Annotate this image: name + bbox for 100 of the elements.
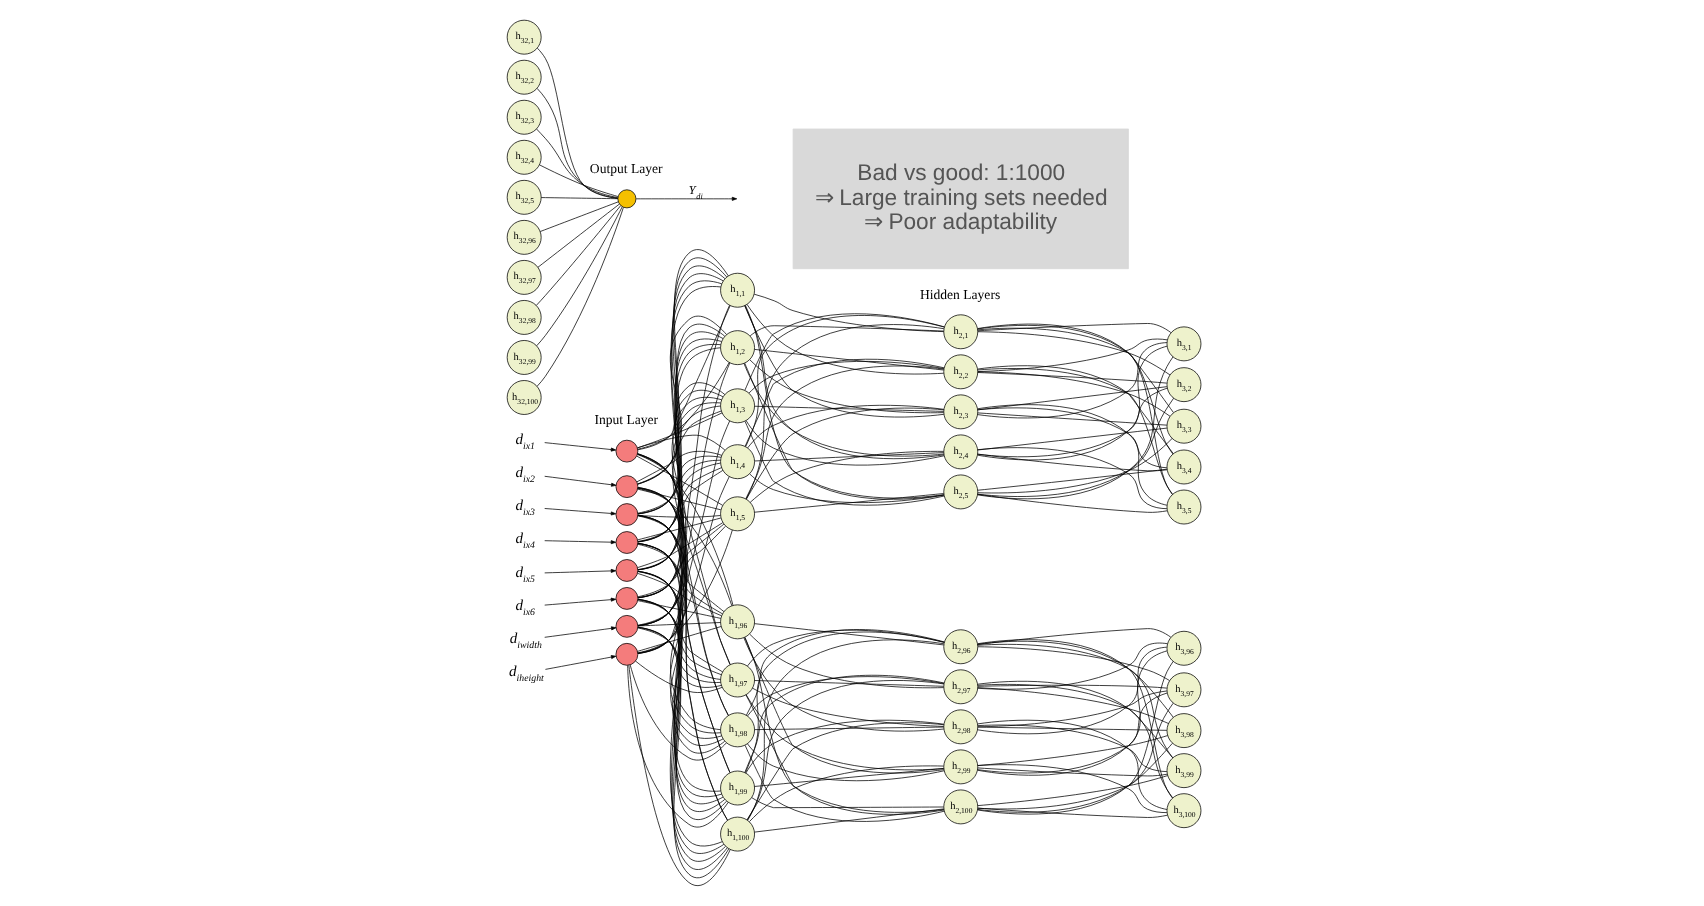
connector (637, 362, 730, 450)
connector (977, 493, 1168, 513)
connector (747, 680, 945, 821)
connector (637, 571, 721, 680)
connector (637, 571, 722, 739)
connector (977, 407, 1168, 469)
connector (746, 304, 945, 375)
connector (536, 207, 624, 387)
connector (637, 362, 731, 654)
connector (745, 694, 945, 813)
connector (977, 642, 1168, 690)
connector (977, 447, 1168, 510)
connector (746, 629, 945, 716)
connector (977, 719, 1168, 810)
connector (637, 305, 731, 451)
connector (744, 313, 945, 391)
node-circle (615, 615, 639, 638)
connector (637, 410, 722, 627)
connector (977, 372, 1168, 384)
connector (977, 643, 1174, 718)
connector (754, 680, 945, 687)
node-circle (615, 587, 639, 610)
connector (637, 515, 723, 673)
connector (537, 47, 619, 199)
connector (539, 164, 619, 197)
connector (977, 743, 1173, 810)
connector (535, 205, 621, 306)
connector (977, 764, 1168, 813)
connector (749, 359, 944, 414)
connector (748, 361, 945, 394)
connector (977, 412, 1168, 426)
connector (749, 633, 944, 689)
connector (637, 420, 730, 654)
arrow (544, 508, 617, 516)
connector (637, 529, 733, 654)
connector (749, 325, 944, 337)
connector (539, 201, 619, 232)
connector (749, 451, 945, 503)
node-circle (615, 559, 639, 582)
node-box: Bad vs good: 1:1000 ⇒ Large training sets needed ⇒ Poor adaptability (792, 128, 1129, 270)
connector (749, 765, 944, 823)
arrow (544, 475, 617, 487)
connector (637, 453, 731, 665)
connector (747, 676, 945, 717)
connector (977, 342, 1168, 419)
connector (637, 622, 721, 627)
connector (977, 345, 1168, 461)
connector (977, 371, 1171, 417)
connector (977, 702, 1174, 813)
connector (637, 467, 722, 598)
connector (637, 405, 721, 599)
connector (754, 808, 945, 833)
connector (977, 331, 1171, 376)
connector (637, 543, 723, 615)
connector (977, 650, 1168, 776)
connector (752, 687, 944, 727)
connector (977, 323, 1172, 333)
connector (977, 684, 1168, 689)
connector (746, 407, 945, 500)
connector (977, 724, 1168, 772)
connector (637, 627, 722, 688)
connector (637, 525, 726, 626)
connector (977, 775, 1168, 806)
connector (749, 473, 945, 503)
connector (637, 323, 726, 515)
connector (977, 692, 1168, 774)
connector (637, 626, 727, 820)
arrow (544, 568, 617, 574)
arrow (544, 540, 617, 545)
connector (637, 455, 722, 514)
connector (744, 305, 945, 418)
connector (637, 470, 724, 626)
node-circle (615, 475, 639, 498)
connector (743, 637, 945, 732)
connector (637, 462, 721, 570)
connector (747, 404, 945, 449)
connector (977, 387, 1168, 458)
connector (977, 639, 1173, 799)
connector (628, 664, 731, 886)
connector (637, 543, 722, 676)
connector (977, 368, 1174, 454)
connector (754, 452, 945, 462)
connector (540, 197, 619, 200)
connector (977, 427, 1168, 451)
connector (977, 468, 1168, 491)
connector (751, 797, 944, 809)
connector (536, 128, 619, 198)
connector (754, 726, 945, 730)
connector (637, 573, 722, 617)
connector (977, 323, 1173, 495)
connector (637, 396, 722, 543)
connector (629, 664, 727, 761)
connector (537, 203, 620, 268)
connector (637, 487, 733, 607)
connector (977, 807, 1168, 818)
connector (745, 719, 945, 774)
connector (636, 455, 723, 506)
connector (745, 694, 945, 771)
connector (744, 420, 945, 506)
connector (637, 402, 722, 571)
